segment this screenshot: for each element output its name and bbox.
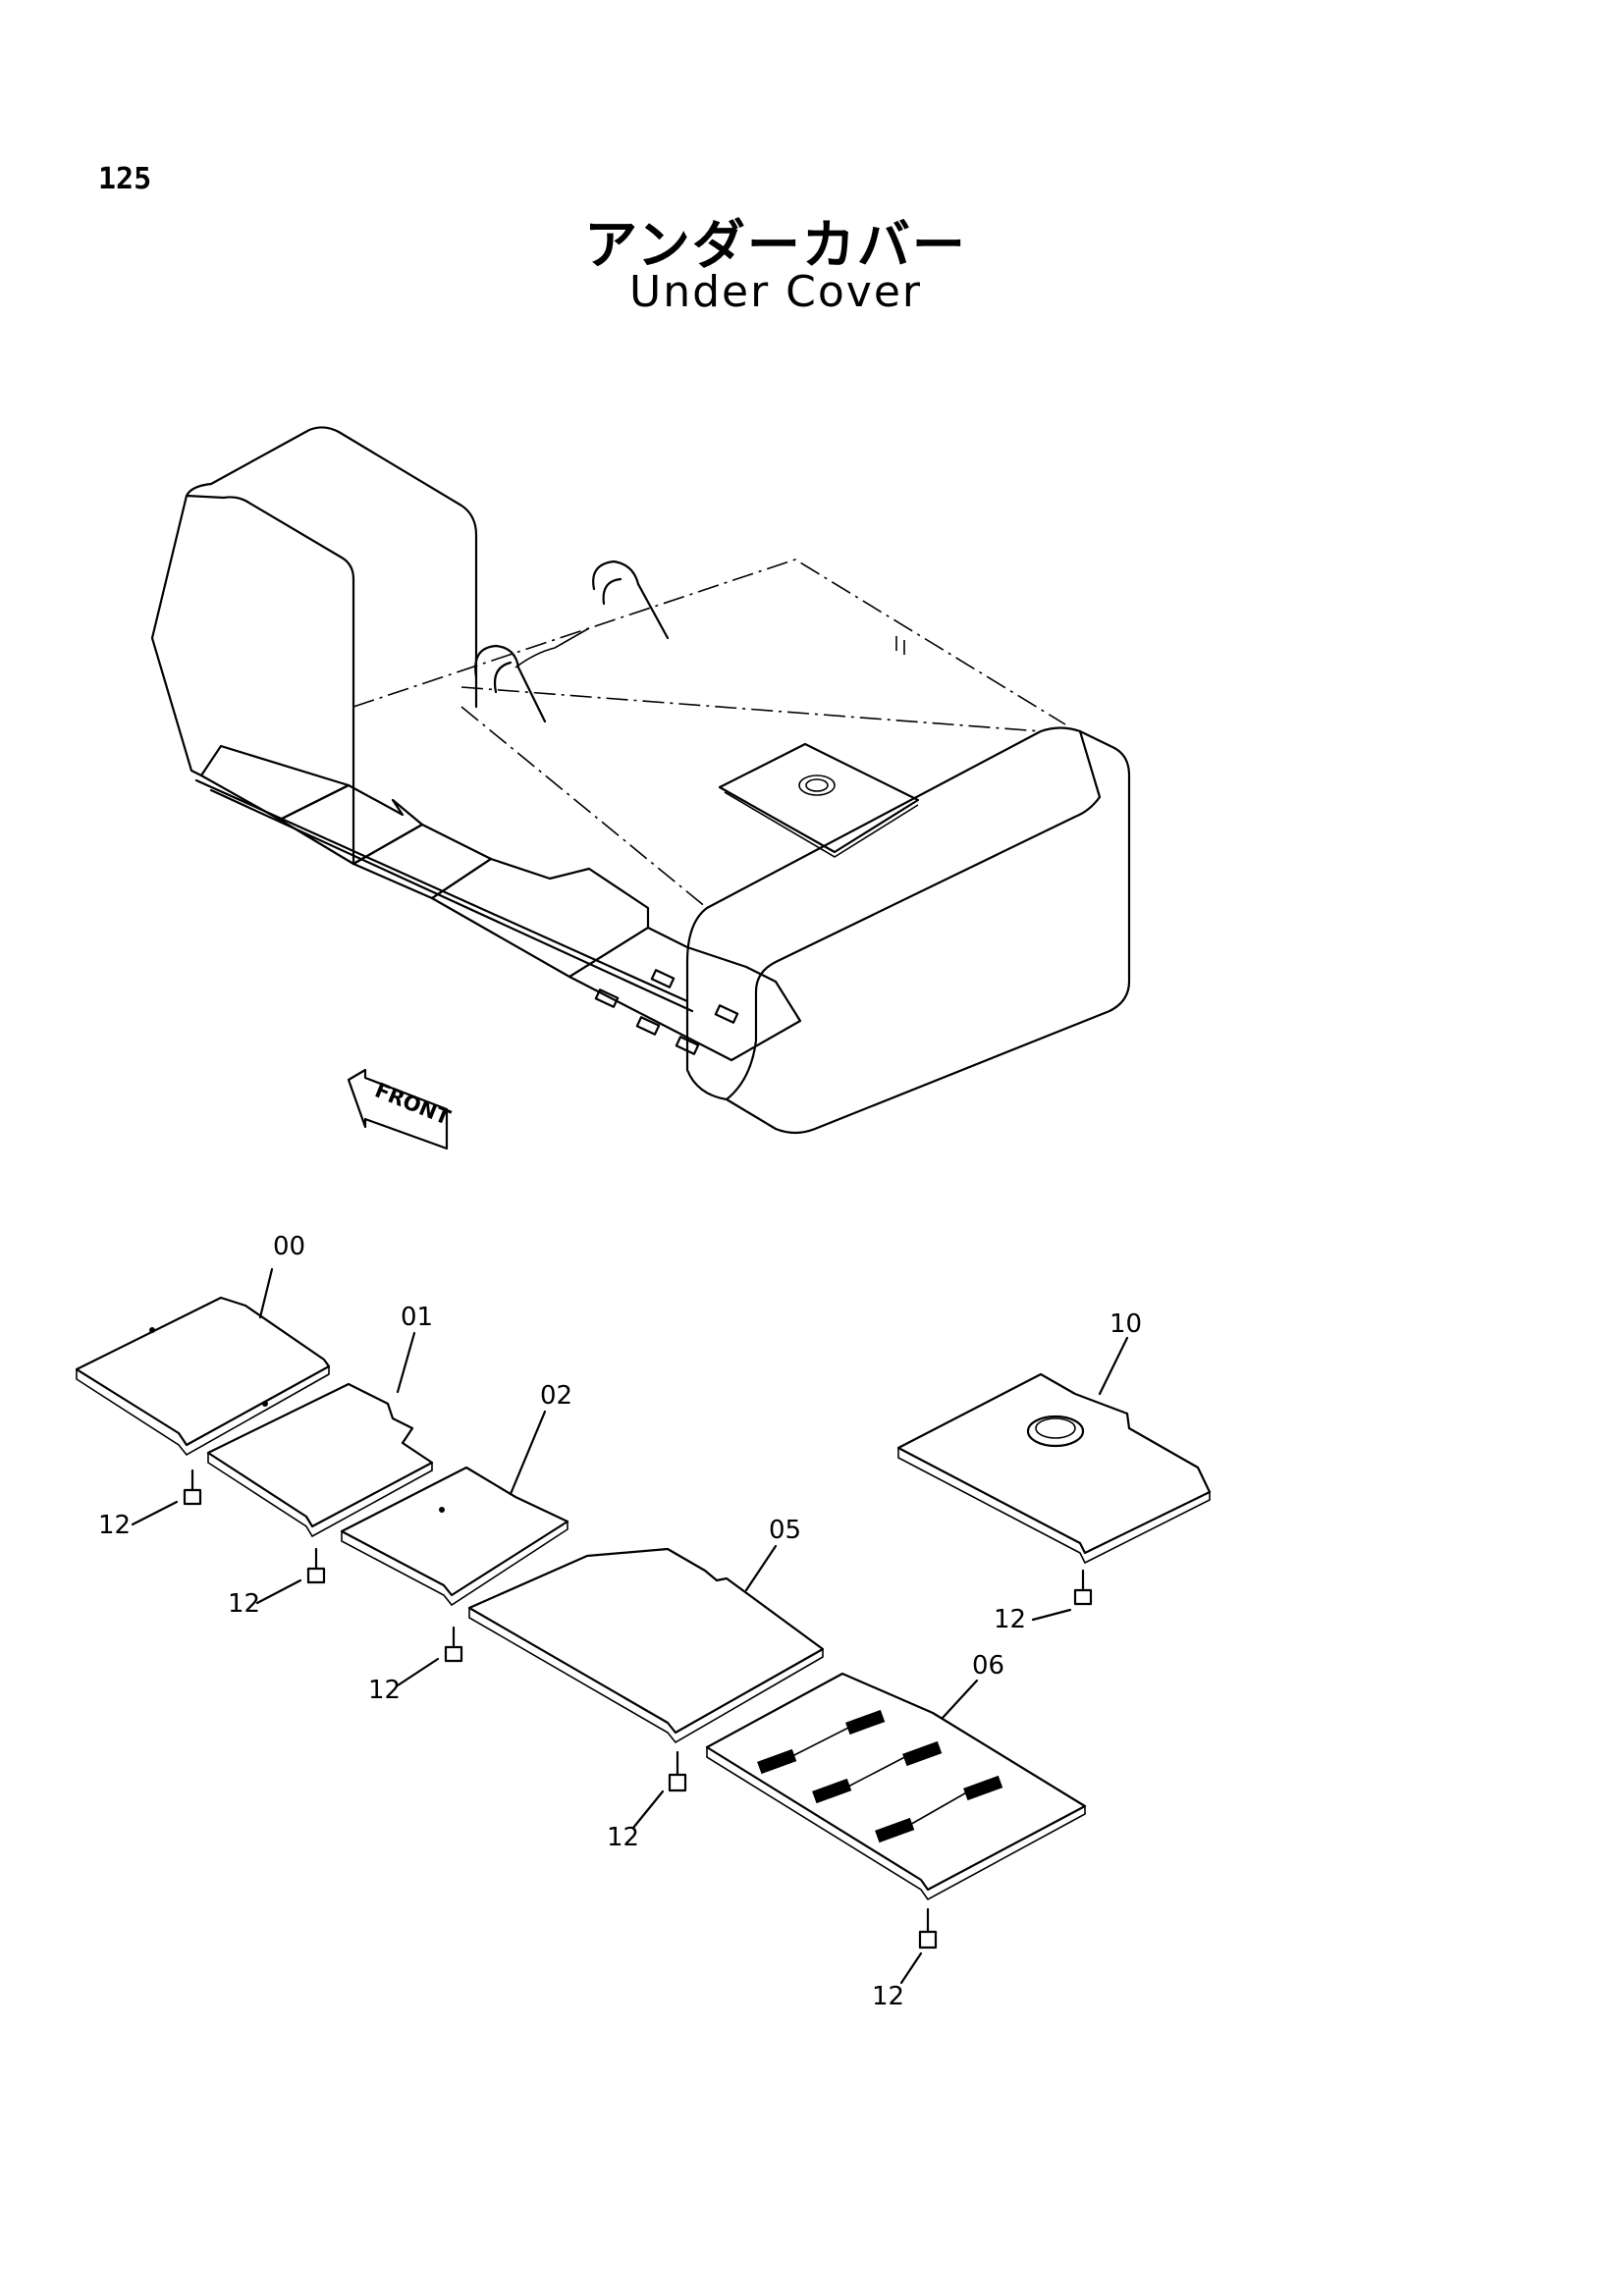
- callout-05: 05: [769, 1516, 801, 1545]
- page-title-japanese: アンダーカバー: [584, 214, 967, 276]
- callout-12-a: 12: [98, 1511, 131, 1540]
- page-title-english: Under Cover: [628, 267, 922, 317]
- callout-00: 00: [273, 1232, 305, 1261]
- bolt-12-group: [131, 1468, 1093, 1985]
- plate-05: [467, 1544, 825, 1744]
- plate-06: [705, 1672, 1087, 1901]
- front-arrow-label: FRONT: [371, 1078, 454, 1130]
- bolt-12-d: [631, 1750, 687, 1830]
- bolt-12-a: [131, 1468, 202, 1526]
- callout-02: 02: [540, 1381, 572, 1411]
- callout-10: 10: [1109, 1309, 1142, 1339]
- plate-01: [206, 1331, 434, 1538]
- callout-12-f: 12: [994, 1605, 1026, 1634]
- bolt-12-f: [1031, 1569, 1093, 1622]
- callout-12-c: 12: [368, 1676, 401, 1705]
- callout-12-d: 12: [607, 1823, 639, 1852]
- bolt-12-b: [255, 1547, 326, 1605]
- plate-10: [896, 1336, 1212, 1565]
- plate-00: [75, 1267, 331, 1457]
- assembled-frame-view: [150, 426, 1131, 1135]
- callout-06: 06: [972, 1651, 1004, 1681]
- bolt-12-c: [396, 1626, 463, 1687]
- callout-12-e: 12: [872, 1982, 904, 2011]
- plate-02: [340, 1410, 569, 1607]
- page-number: 125: [98, 162, 152, 196]
- callout-01: 01: [401, 1303, 433, 1332]
- callout-12-b: 12: [228, 1589, 260, 1619]
- front-direction-arrow: FRONT: [347, 1068, 454, 1150]
- bolt-12-e: [899, 1907, 938, 1985]
